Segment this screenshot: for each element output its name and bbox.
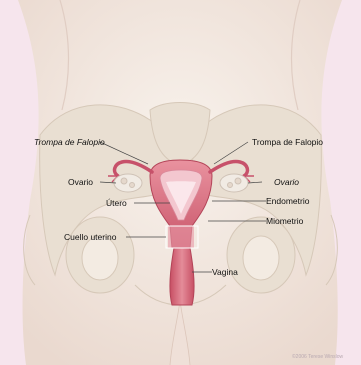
label-myometrium: Miometrio: [266, 216, 303, 226]
vagina-shape: [170, 248, 194, 305]
label-left-fallopian-tube: Trompa de Falopio: [34, 137, 105, 147]
label-right-ovary: Ovario: [274, 177, 299, 187]
label-cervix: Cuello uterino: [64, 232, 116, 242]
label-vagina: Vagina: [212, 267, 238, 277]
label-uterus: Útero: [106, 198, 127, 208]
label-right-fallopian-tube: Trompa de Falopio: [252, 137, 323, 147]
copyright-credit: ©2006 Terese Winslow: [292, 354, 343, 360]
label-endometrium: Endometrio: [266, 196, 309, 206]
label-left-ovary: Ovario: [68, 177, 93, 187]
